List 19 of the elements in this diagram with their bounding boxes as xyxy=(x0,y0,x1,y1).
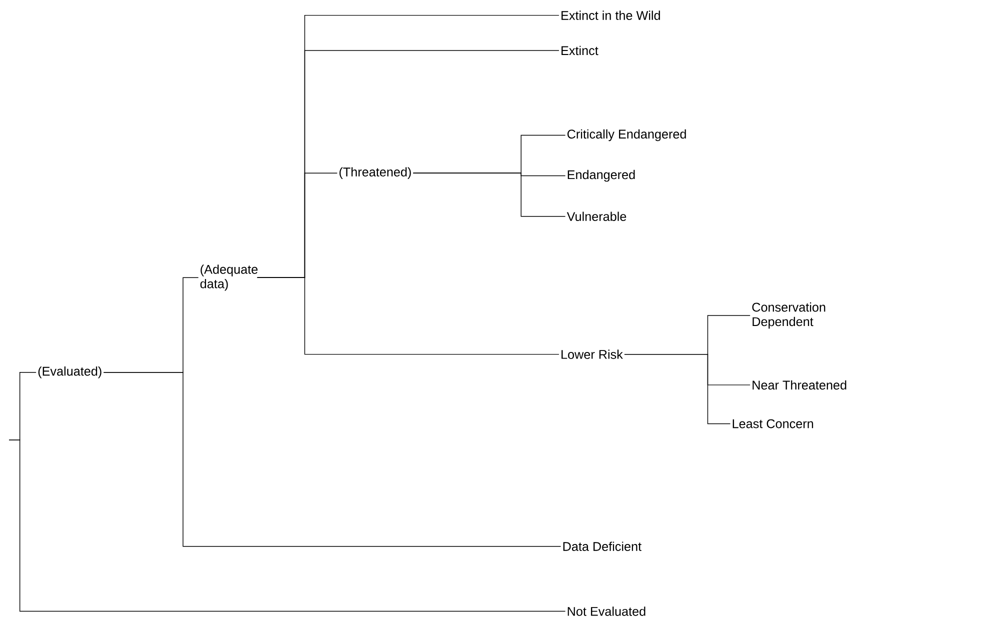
category-label: Near Threatened xyxy=(752,380,846,390)
category-label: Extinct xyxy=(562,46,598,56)
tree-branch-line xyxy=(8,440,566,612)
category-label: Data Deficient xyxy=(563,542,642,551)
tree-branch-line xyxy=(624,354,731,424)
category-label: Extinct in the Wild xyxy=(562,10,660,20)
category-label: Critically Endangered xyxy=(567,129,686,142)
category-label: (Adequate data) xyxy=(200,264,258,291)
category-label: Lower Risk xyxy=(562,350,623,359)
tree-branch-line xyxy=(256,277,560,355)
category-label: Endangered xyxy=(568,170,635,182)
category-label: (Evaluated) xyxy=(38,366,102,378)
category-label: (Threatened) xyxy=(340,167,411,179)
tree-branch-line xyxy=(412,172,566,217)
category-label: Vulnerable xyxy=(566,212,626,221)
tree-branch-line xyxy=(103,372,562,547)
category-label: Least Concern xyxy=(732,419,814,428)
category-label: Not Evaluated xyxy=(568,606,646,616)
category-label: Conservation Dependent xyxy=(752,302,826,329)
